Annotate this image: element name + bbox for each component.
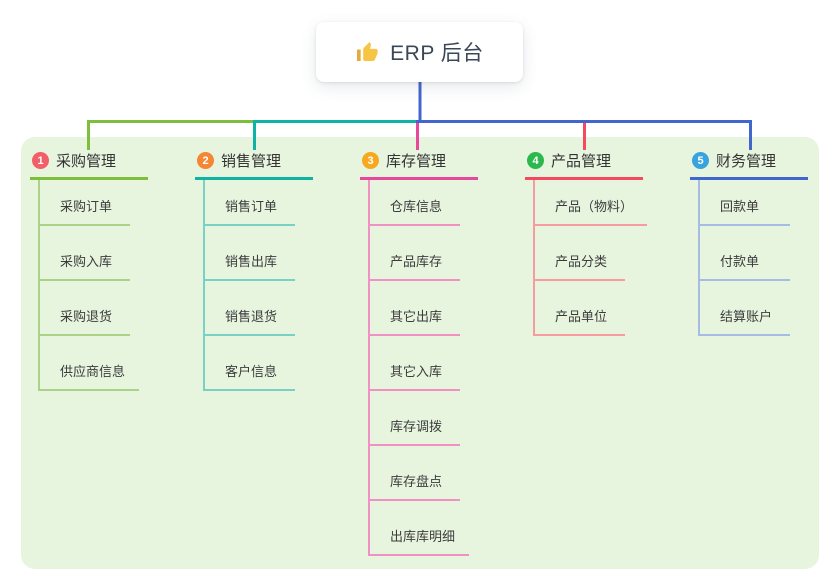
branch-node-inventory: 3 库存管理 仓库信息 产品库存 其它出库 其它入库 库存调拨 库存盘点 出库库… — [360, 146, 520, 556]
branch-children: 回款单 付款单 结算账户 — [698, 180, 839, 336]
branch-label: 库存管理 — [386, 153, 447, 170]
branch-node-purchase: 1 采购管理 采购订单 采购入库 采购退货 供应商信息 — [30, 146, 190, 391]
branch-header-purchase[interactable]: 1 采购管理 — [30, 146, 148, 180]
branch-badge: 2 — [197, 152, 214, 169]
branch-header-finance[interactable]: 5 财务管理 — [690, 146, 808, 180]
child-node[interactable]: 付款单 — [698, 226, 790, 281]
child-node[interactable]: 供应商信息 — [38, 336, 140, 391]
child-node[interactable]: 结算账户 — [698, 281, 790, 336]
child-node[interactable]: 其它出库 — [368, 281, 460, 336]
child-node[interactable]: 出库库明细 — [368, 501, 470, 556]
child-node[interactable]: 销售退货 — [203, 281, 295, 336]
branch-header-inventory[interactable]: 3 库存管理 — [360, 146, 478, 180]
canvas-panel — [21, 137, 819, 569]
root-node[interactable]: ERP 后台 — [316, 22, 523, 82]
child-node[interactable]: 产品单位 — [533, 281, 625, 336]
child-node[interactable]: 采购订单 — [38, 180, 130, 226]
child-node[interactable]: 库存盘点 — [368, 446, 460, 501]
branch-node-finance: 5 财务管理 回款单 付款单 结算账户 — [690, 146, 839, 336]
child-node[interactable]: 其它入库 — [368, 336, 460, 391]
child-node[interactable]: 采购退货 — [38, 281, 130, 336]
branch-children: 产品（物料） 产品分类 产品单位 — [533, 180, 685, 336]
child-node[interactable]: 回款单 — [698, 180, 790, 226]
branch-children: 销售订单 销售出库 销售退货 客户信息 — [203, 180, 355, 391]
child-node[interactable]: 客户信息 — [203, 336, 295, 391]
branch-badge: 3 — [362, 152, 379, 169]
child-node[interactable]: 产品（物料） — [533, 180, 648, 226]
branch-children: 仓库信息 产品库存 其它出库 其它入库 库存调拨 库存盘点 出库库明细 — [368, 180, 520, 556]
child-node[interactable]: 销售订单 — [203, 180, 295, 226]
branch-node-sales: 2 销售管理 销售订单 销售出库 销售退货 客户信息 — [195, 146, 355, 391]
branch-label: 财务管理 — [716, 153, 777, 170]
branch-header-product[interactable]: 4 产品管理 — [525, 146, 643, 180]
child-node[interactable]: 采购入库 — [38, 226, 130, 281]
thumbs-up-icon — [357, 42, 378, 61]
branch-node-product: 4 产品管理 产品（物料） 产品分类 产品单位 — [525, 146, 685, 336]
child-node[interactable]: 销售出库 — [203, 226, 295, 281]
branch-label: 产品管理 — [551, 153, 612, 170]
branch-label: 销售管理 — [221, 153, 282, 170]
child-node[interactable]: 仓库信息 — [368, 180, 460, 226]
branch-children: 采购订单 采购入库 采购退货 供应商信息 — [38, 180, 190, 391]
branch-label: 采购管理 — [56, 153, 117, 170]
root-node-label: ERP 后台 — [390, 42, 484, 65]
branch-badge: 5 — [692, 152, 709, 169]
child-node[interactable]: 产品库存 — [368, 226, 460, 281]
branch-badge: 4 — [527, 152, 544, 169]
child-node[interactable]: 库存调拨 — [368, 391, 460, 446]
branch-header-sales[interactable]: 2 销售管理 — [195, 146, 313, 180]
child-node[interactable]: 产品分类 — [533, 226, 625, 281]
branch-badge: 1 — [32, 152, 49, 169]
